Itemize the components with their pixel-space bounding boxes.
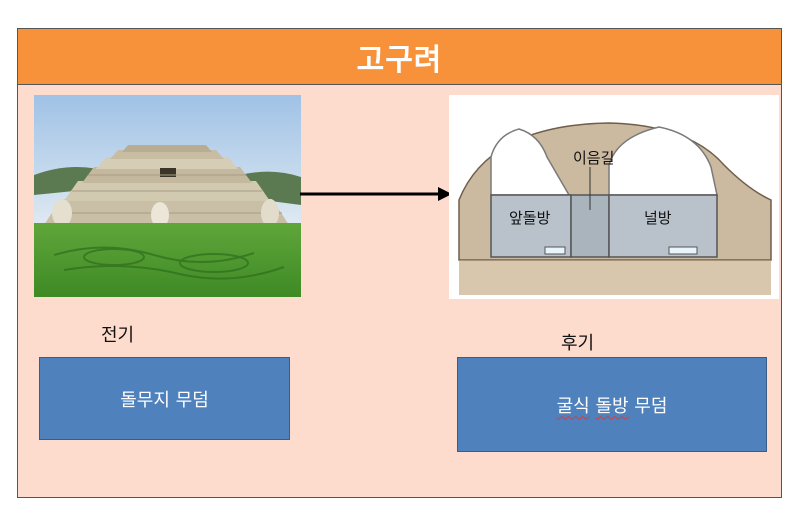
early-period-label: 전기	[101, 325, 135, 346]
stone-mound-tomb-photo	[34, 95, 301, 297]
late-tomb-type-text: 굴식 돌방 무덤	[557, 392, 668, 418]
early-tomb-type-text: 돌무지 무덤	[120, 389, 209, 411]
early-tomb-type-box: 돌무지 무덤	[39, 357, 290, 440]
stone-chamber-tomb-diagram: 이음길 앞돌방 널방	[449, 95, 779, 299]
transition-arrow	[300, 184, 452, 204]
late-period-label: 후기	[561, 333, 595, 354]
title-bar: 고구려	[18, 29, 781, 85]
slide-frame: 고구려	[17, 28, 782, 498]
late-tomb-type-box: 굴식 돌방 무덤	[457, 357, 767, 452]
front-room-label: 앞돌방	[509, 209, 551, 227]
late-tomb-word-1: 굴식	[556, 395, 590, 417]
slide-title: 고구려	[356, 42, 443, 78]
main-room-label: 널방	[644, 209, 672, 227]
late-tomb-word-2: 돌방	[595, 395, 629, 417]
passage-label: 이음길	[573, 149, 614, 167]
late-tomb-word-3: 무덤	[634, 395, 668, 417]
